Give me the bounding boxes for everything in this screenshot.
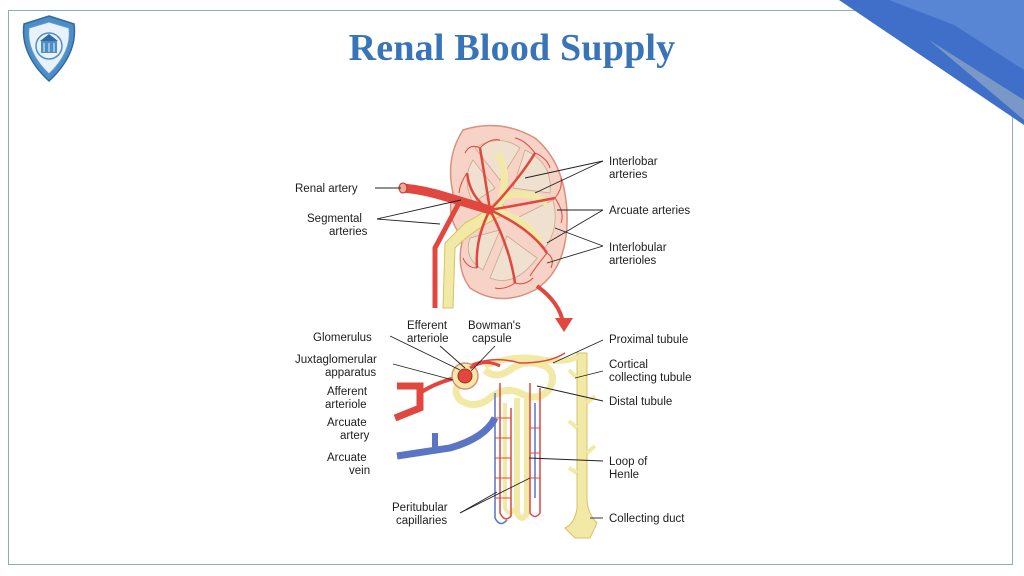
label-juxtaglomerular-apparatus-2: apparatus	[325, 367, 376, 379]
university-seal-icon	[22, 15, 76, 83]
label-interlobular-arterioles-1: Interlobular	[609, 242, 667, 254]
label-arcuate-vein-1: Arcuate	[327, 452, 367, 464]
label-cortical-collecting-tubule-2: collecting tubule	[609, 372, 691, 384]
label-collecting-duct: Collecting duct	[609, 513, 685, 525]
label-arcuate-vein-2: vein	[349, 465, 370, 477]
slide-title: Renal Blood Supply	[348, 27, 676, 69]
label-peritubular-capillaries-2: capillaries	[396, 515, 447, 527]
renal-blood-supply-diagram: Renal artery Segmental arteries Interlob…	[295, 124, 691, 539]
label-arcuate-artery-1: Arcuate	[327, 417, 367, 429]
label-renal-artery: Renal artery	[295, 183, 358, 195]
label-segmental-arteries-1: Segmental	[307, 213, 362, 225]
label-efferent-arteriole-2: arteriole	[407, 333, 449, 345]
label-loop-of-henle-2: Henle	[609, 469, 639, 481]
label-afferent-arteriole-1: Afferent	[327, 386, 368, 398]
slide-frame	[8, 10, 1013, 565]
label-juxtaglomerular-apparatus-1: Juxtaglomerular	[295, 354, 377, 366]
label-bowmans-capsule-2: capsule	[472, 333, 512, 345]
label-peritubular-capillaries-1: Peritubular	[392, 502, 448, 514]
label-glomerulus: Glomerulus	[313, 332, 372, 344]
corner-decoration	[839, 0, 1024, 125]
label-cortical-collecting-tubule-1: Cortical	[609, 359, 648, 371]
label-segmental-arteries-2: arteries	[329, 226, 368, 238]
label-arcuate-artery-2: artery	[340, 430, 370, 442]
label-distal-tubule: Distal tubule	[609, 396, 672, 408]
nephron-illustration	[393, 352, 598, 539]
label-loop-of-henle-1: Loop of	[609, 456, 648, 468]
label-afferent-arteriole-2: arteriole	[325, 399, 367, 411]
label-interlobar-arteries-2: arteries	[609, 169, 648, 181]
label-bowmans-capsule-1: Bowman's	[468, 320, 521, 332]
label-efferent-arteriole-1: Efferent	[407, 320, 448, 332]
kidney-illustration	[398, 124, 568, 309]
label-interlobular-arterioles-2: arterioles	[609, 255, 657, 267]
label-interlobar-arteries-1: Interlobar	[609, 156, 658, 168]
label-arcuate-arteries: Arcuate arteries	[609, 205, 690, 217]
label-proximal-tubule: Proximal tubule	[609, 334, 688, 346]
